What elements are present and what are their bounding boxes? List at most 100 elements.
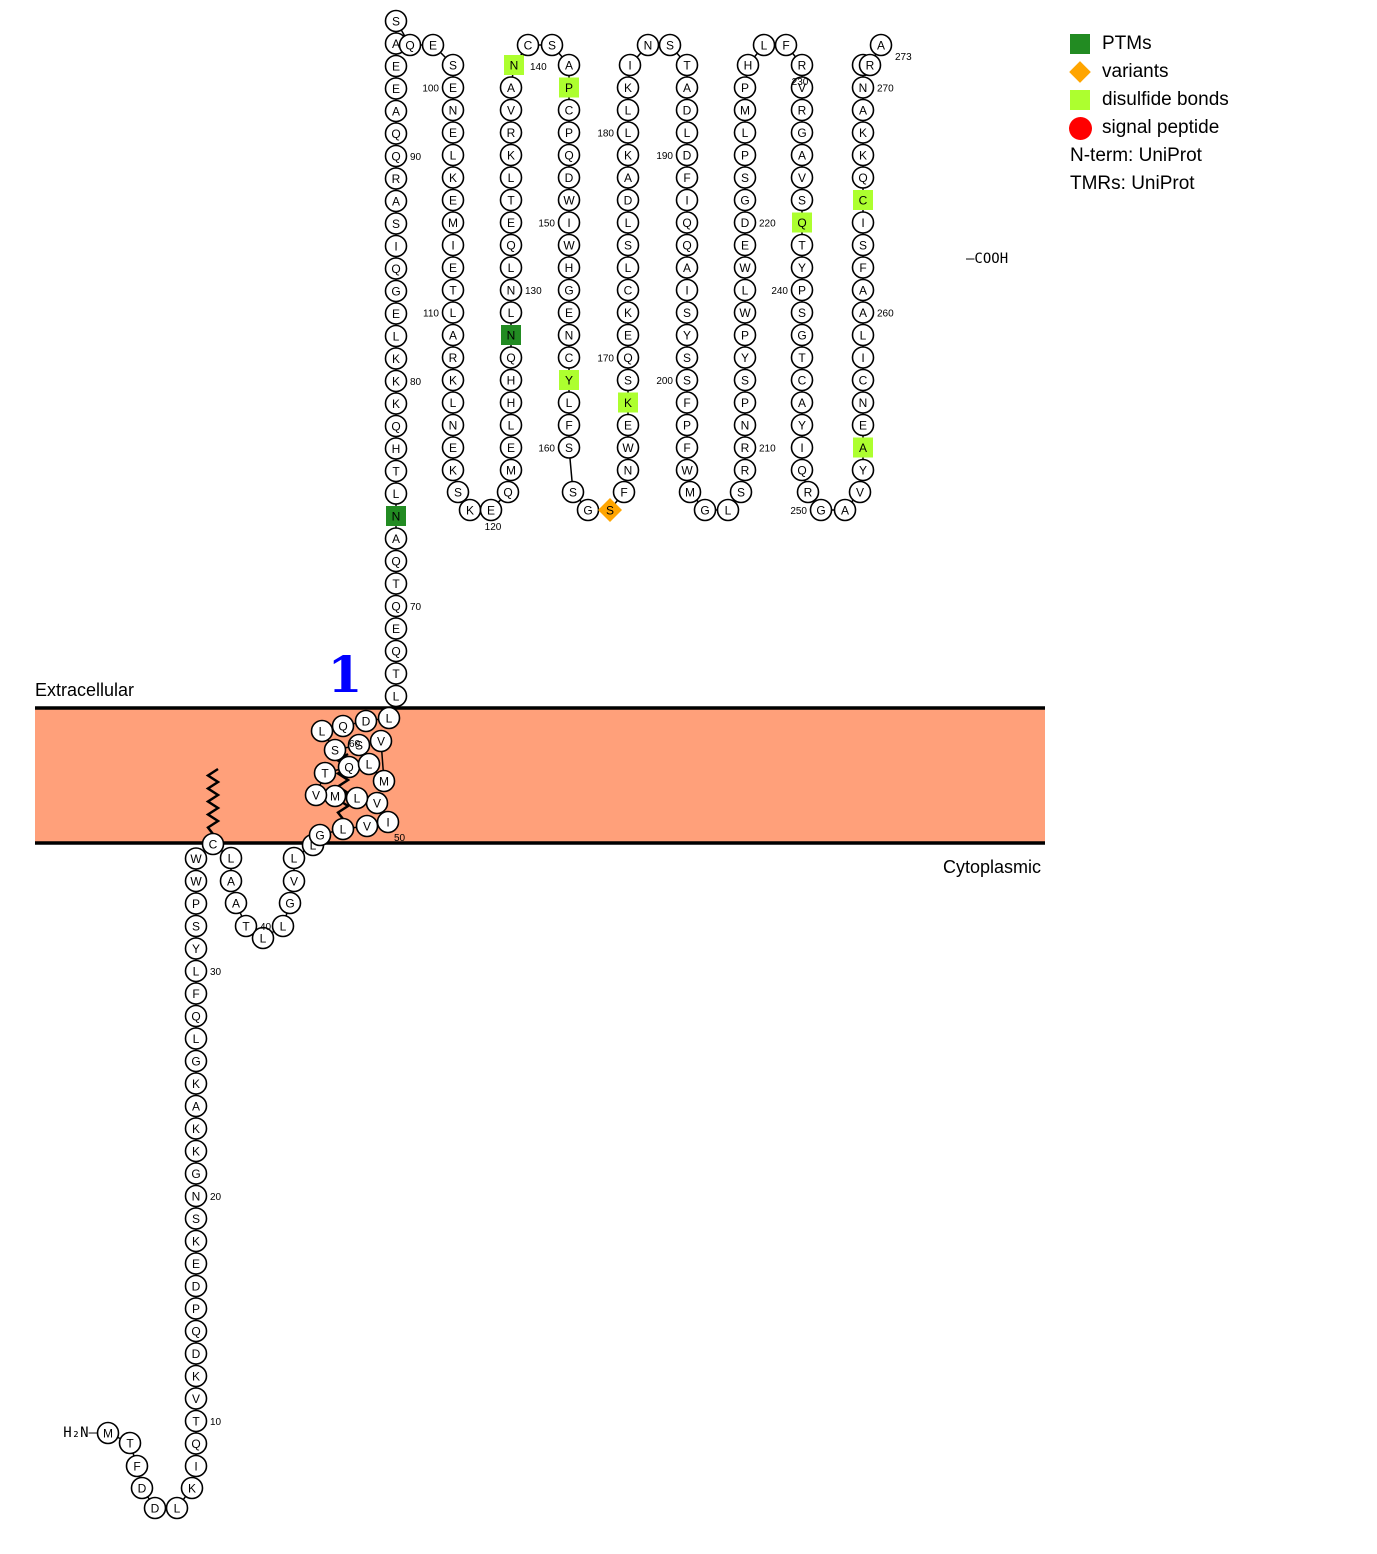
- residue-180[interactable]: L: [616, 121, 640, 144]
- residue-69[interactable]: E: [384, 617, 408, 640]
- residue-96[interactable]: S: [384, 9, 408, 33]
- residue-82[interactable]: L: [384, 324, 408, 348]
- residue-72[interactable]: Q: [384, 549, 408, 573]
- residue-174[interactable]: L: [616, 256, 640, 279]
- residue-217[interactable]: L: [733, 278, 757, 302]
- residue-3[interactable]: F: [125, 1454, 149, 1478]
- residue-117[interactable]: K: [441, 458, 465, 482]
- residue-68[interactable]: Q: [384, 639, 408, 663]
- residue-203[interactable]: F: [675, 436, 699, 459]
- residue-249[interactable]: R: [796, 480, 820, 504]
- residue-163[interactable]: S: [598, 498, 622, 522]
- residue-212[interactable]: P: [733, 391, 757, 414]
- residue-235[interactable]: V: [790, 166, 814, 189]
- residue-171[interactable]: E: [616, 323, 640, 347]
- residue-178[interactable]: A: [616, 166, 640, 189]
- residue-28[interactable]: Q: [184, 1004, 208, 1028]
- residue-32[interactable]: S: [184, 914, 208, 938]
- residue-33[interactable]: P: [184, 892, 208, 915]
- residue-144[interactable]: P: [559, 77, 579, 98]
- residue-208[interactable]: S: [729, 480, 753, 504]
- residue-120[interactable]: E: [479, 498, 503, 522]
- residue-41[interactable]: L: [251, 926, 275, 950]
- residue-243[interactable]: T: [790, 346, 814, 369]
- residue-265[interactable]: C: [853, 190, 873, 210]
- residue-71[interactable]: T: [384, 572, 408, 595]
- residue-215[interactable]: P: [733, 323, 757, 347]
- residue-34[interactable]: W: [184, 869, 208, 893]
- residue-38[interactable]: A: [219, 869, 243, 893]
- residue-85[interactable]: Q: [384, 257, 408, 280]
- residue-207[interactable]: L: [716, 498, 740, 522]
- residue-7[interactable]: K: [180, 1476, 204, 1500]
- residue-183[interactable]: I: [618, 53, 642, 77]
- residue-190[interactable]: D: [675, 143, 699, 167]
- residue-129[interactable]: L: [499, 301, 523, 324]
- residue-172[interactable]: K: [616, 301, 640, 324]
- residue-88[interactable]: A: [384, 189, 408, 213]
- residue-176[interactable]: L: [616, 211, 640, 234]
- residue-78[interactable]: Q: [384, 414, 408, 438]
- residue-118[interactable]: S: [446, 480, 470, 504]
- residue-91[interactable]: Q: [384, 122, 408, 145]
- residue-261[interactable]: A: [851, 278, 875, 302]
- residue-44[interactable]: V: [282, 869, 306, 893]
- residue-65[interactable]: L: [377, 706, 401, 730]
- residue-149[interactable]: W: [557, 188, 581, 212]
- residue-168[interactable]: K: [618, 392, 638, 413]
- residue-77[interactable]: H: [384, 437, 408, 460]
- residue-104[interactable]: K: [441, 166, 465, 189]
- residue-272[interactable]: R: [858, 53, 882, 77]
- residue-50[interactable]: I: [376, 810, 400, 834]
- residue-115[interactable]: N: [441, 413, 465, 437]
- residue-202[interactable]: P: [675, 413, 699, 437]
- residue-137[interactable]: R: [499, 121, 523, 144]
- residue-258[interactable]: I: [851, 346, 875, 369]
- residue-43[interactable]: G: [278, 891, 302, 915]
- residue-262[interactable]: F: [851, 256, 875, 279]
- residue-263[interactable]: S: [851, 233, 875, 257]
- residue-191[interactable]: F: [675, 166, 699, 189]
- residue-103[interactable]: L: [441, 143, 465, 167]
- residue-111[interactable]: A: [441, 323, 465, 347]
- residue-134[interactable]: T: [499, 188, 523, 212]
- residue-108[interactable]: E: [441, 256, 465, 279]
- residue-54[interactable]: V: [304, 783, 328, 807]
- residue-189[interactable]: L: [675, 121, 699, 144]
- residue-150[interactable]: I: [557, 211, 581, 234]
- residue-154[interactable]: E: [557, 301, 581, 324]
- residue-86[interactable]: I: [384, 234, 408, 258]
- residue-87[interactable]: S: [384, 212, 408, 235]
- residue-107[interactable]: I: [441, 233, 465, 257]
- residue-238[interactable]: T: [790, 233, 814, 257]
- residue-15[interactable]: P: [184, 1297, 208, 1320]
- residue-151[interactable]: W: [557, 233, 581, 257]
- residue-226[interactable]: P: [733, 76, 757, 99]
- residue-204[interactable]: W: [675, 458, 699, 482]
- residue-225[interactable]: M: [733, 98, 757, 122]
- residue-11[interactable]: V: [184, 1387, 208, 1410]
- residue-158[interactable]: L: [557, 391, 581, 414]
- residue-173[interactable]: C: [616, 278, 640, 302]
- residue-148[interactable]: D: [557, 166, 581, 189]
- residue-116[interactable]: E: [441, 436, 465, 459]
- residue-205[interactable]: M: [678, 480, 702, 504]
- residue-14[interactable]: Q: [184, 1319, 208, 1343]
- residue-4[interactable]: D: [130, 1476, 154, 1500]
- residue-105[interactable]: E: [441, 188, 465, 212]
- residue-145[interactable]: C: [557, 98, 581, 122]
- residue-177[interactable]: D: [616, 188, 640, 212]
- residue-23[interactable]: K: [184, 1117, 208, 1140]
- residue-143[interactable]: A: [557, 53, 581, 77]
- residue-74[interactable]: N: [386, 506, 406, 526]
- residue-45[interactable]: L: [282, 846, 306, 870]
- residue-266[interactable]: Q: [851, 166, 875, 189]
- residue-19[interactable]: S: [184, 1207, 208, 1230]
- residue-220[interactable]: D: [733, 211, 757, 234]
- residue-29[interactable]: F: [184, 982, 208, 1005]
- residue-161[interactable]: S: [561, 480, 585, 504]
- residue-136[interactable]: K: [499, 143, 523, 167]
- residue-39[interactable]: A: [224, 891, 248, 915]
- residue-253[interactable]: Y: [851, 458, 875, 482]
- residue-55[interactable]: T: [313, 761, 337, 785]
